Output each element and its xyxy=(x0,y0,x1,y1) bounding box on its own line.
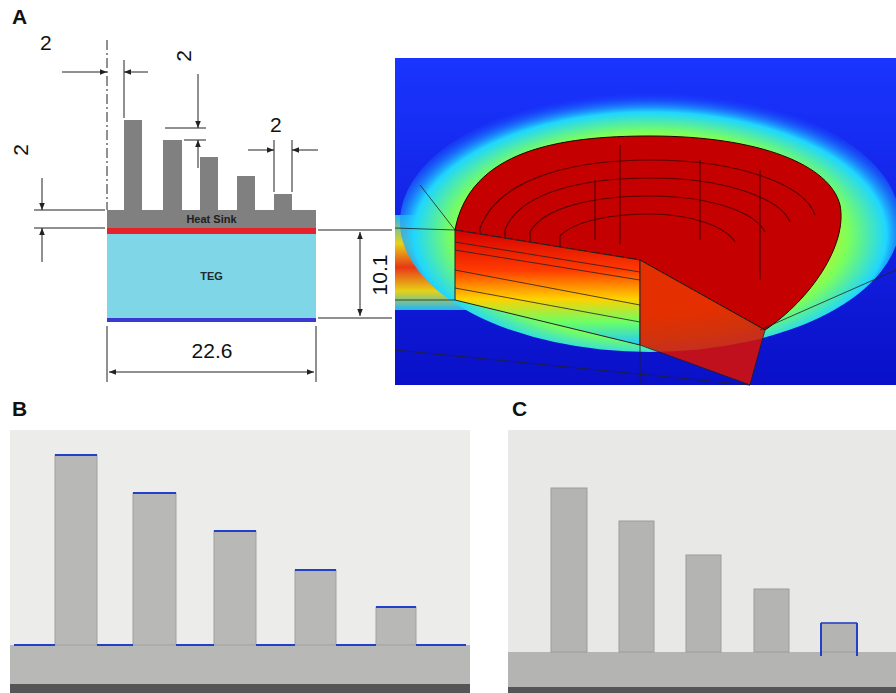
component-layer: Heat Sink xyxy=(107,210,316,228)
component-name: Heat Sink xyxy=(186,214,236,225)
dimension-value: 22.6 xyxy=(192,340,233,361)
thermal-simulation xyxy=(395,58,896,385)
dimension-value: 2 xyxy=(270,114,282,135)
panel-letter: C xyxy=(512,398,527,419)
dimension-lines xyxy=(34,40,392,382)
panel-letter: A xyxy=(12,6,27,27)
fin-profile-photo-b xyxy=(10,430,470,693)
cold-layer xyxy=(107,318,316,322)
panel-letter: B xyxy=(12,398,27,419)
heat-sink-fins xyxy=(124,120,292,211)
fin-profile-photo-c xyxy=(508,430,896,693)
dimension-value: 2 xyxy=(10,144,31,156)
dimension-value: 2 xyxy=(173,50,194,62)
dimension-value: 10.1 xyxy=(369,255,390,296)
component-name: TEG xyxy=(200,271,223,282)
dimension-value: 2 xyxy=(40,32,52,53)
component-layer: TEG xyxy=(107,234,316,318)
